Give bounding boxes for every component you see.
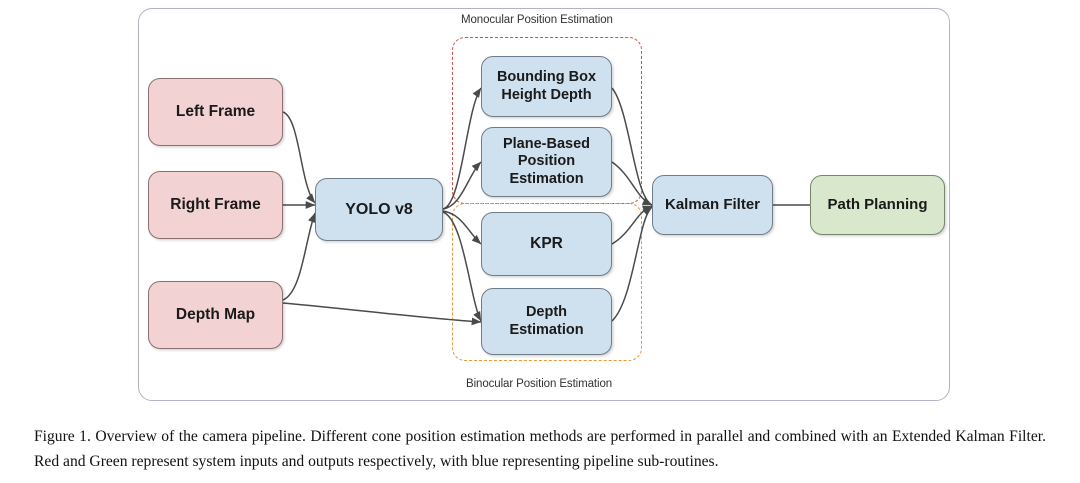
node-kpr-label: KPR bbox=[530, 234, 563, 252]
node-path-planning-label: Path Planning bbox=[827, 196, 928, 213]
node-bounding-box-height-depth[interactable]: Bounding Box Height Depth bbox=[481, 56, 612, 117]
node-kpr[interactable]: KPR bbox=[481, 212, 612, 276]
node-yolo-v8-label: YOLO v8 bbox=[345, 200, 413, 218]
figure-caption-label: Figure 1. bbox=[34, 428, 91, 445]
group-label-monocular: Monocular Position Estimation bbox=[461, 14, 613, 26]
node-depth-estimation-label: Depth Estimation bbox=[509, 304, 584, 338]
node-depth-estimation[interactable]: Depth Estimation bbox=[481, 288, 612, 355]
group-label-binocular: Binocular Position Estimation bbox=[466, 378, 613, 390]
node-depth-map-label: Depth Map bbox=[175, 305, 256, 323]
figure-caption-text: Overview of the camera pipeline. Differe… bbox=[34, 428, 1046, 471]
node-plane-based-position-estimation[interactable]: Plane-Based Position Estimation bbox=[481, 127, 612, 197]
figure-caption: Figure 1. Overview of the camera pipelin… bbox=[34, 424, 1046, 475]
node-depth-map[interactable]: Depth Map bbox=[148, 281, 283, 349]
node-right-frame-label: Right Frame bbox=[170, 195, 261, 213]
node-kalman-filter-label: Kalman Filter bbox=[664, 196, 761, 213]
node-left-frame-label: Left Frame bbox=[175, 102, 256, 120]
node-left-frame[interactable]: Left Frame bbox=[148, 78, 283, 146]
node-bounding-box-height-depth-label: Bounding Box Height Depth bbox=[496, 69, 597, 103]
node-yolo-v8[interactable]: YOLO v8 bbox=[315, 178, 443, 241]
node-kalman-filter[interactable]: Kalman Filter bbox=[652, 175, 773, 235]
node-path-planning[interactable]: Path Planning bbox=[810, 175, 945, 235]
node-right-frame[interactable]: Right Frame bbox=[148, 171, 283, 239]
node-plane-based-position-estimation-label: Plane-Based Position Estimation bbox=[502, 135, 591, 187]
